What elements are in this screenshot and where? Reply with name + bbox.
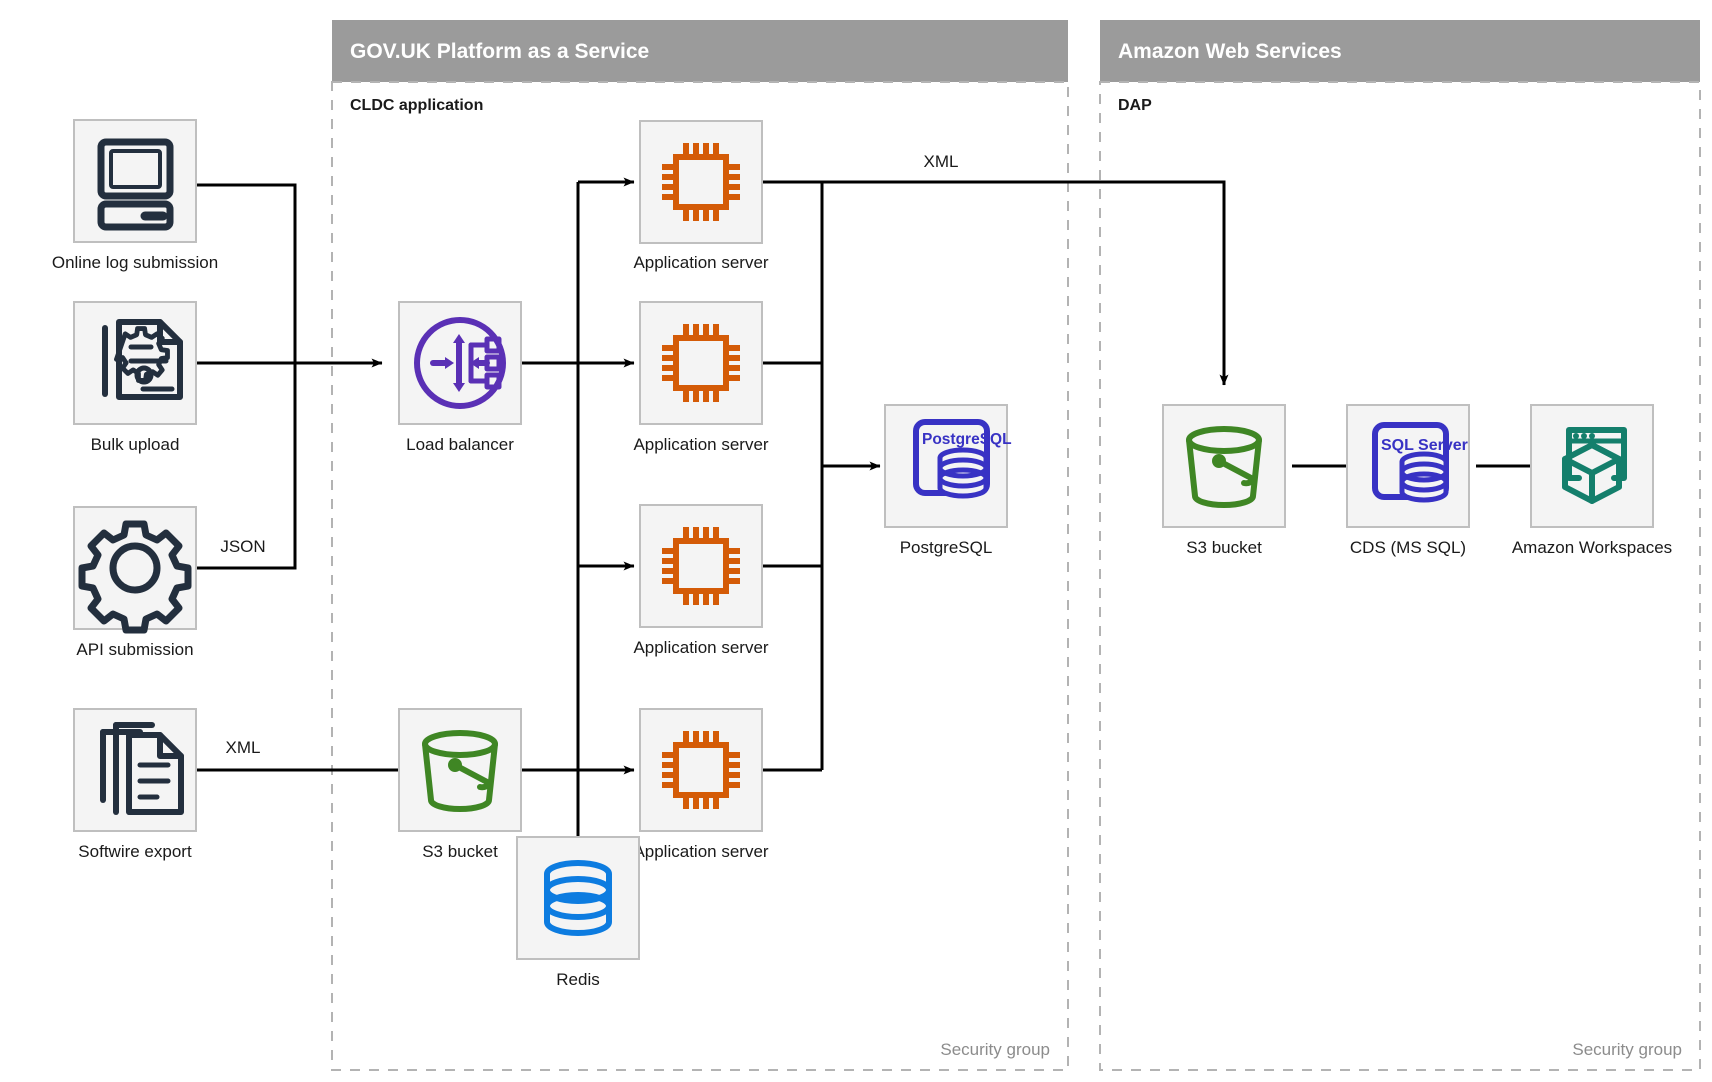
redis-database-icon [544, 860, 612, 936]
online-log-submission-label: Online log submission [52, 253, 218, 272]
s3-bucket-paas-label: S3 bucket [422, 842, 498, 861]
amazon-workspaces-tile [1530, 404, 1654, 528]
zone-paas: GOV.UK Platform as a Service CLDC applic… [331, 20, 1069, 1071]
load-balancer-label: Load balancer [406, 435, 514, 454]
node-redis[interactable]: Redis [516, 836, 640, 989]
edge-label-xml-export: XML [924, 152, 959, 171]
redis-label: Redis [556, 970, 599, 989]
app-server-1-label: Application server [633, 253, 768, 272]
amazon-workspaces-label: Amazon Workspaces [1512, 538, 1672, 557]
node-online-log-submission[interactable]: Online log submission [52, 119, 218, 272]
app-server-4-label: Application server [633, 842, 768, 861]
app-server-2-tile [639, 301, 763, 425]
desktop-computer-icon [97, 138, 174, 231]
zone-paas-group-title: CLDC application [350, 97, 483, 114]
node-api-submission[interactable]: API submission [73, 506, 197, 659]
zone-paas-header-bar [332, 20, 1068, 82]
app-server-4-tile [639, 708, 763, 832]
s3-bucket-icon [422, 730, 498, 812]
node-amazon-workspaces[interactable]: Amazon Workspaces [1512, 404, 1672, 557]
sql-server-badge-text: SQL Server [1381, 437, 1468, 454]
zone-paas-security-group-border [331, 81, 1069, 1071]
bulk-upload-label: Bulk upload [91, 435, 180, 454]
app-server-2-label: Application server [633, 435, 768, 454]
workspaces-icon [1562, 427, 1627, 504]
edge-label-xml-softwire: XML [226, 738, 261, 757]
sql-server-icon: SQL Server [1372, 422, 1468, 503]
document-gear-icon [102, 319, 183, 400]
app-server-1-tile [639, 120, 763, 244]
node-app-server-1[interactable]: Application server [633, 120, 769, 272]
node-app-server-2[interactable]: Application server [633, 301, 769, 454]
edge-api-to-bus [196, 363, 297, 570]
node-s3-bucket-aws[interactable]: S3 bucket [1162, 404, 1286, 557]
zone-paas-security-group-label: Security group [940, 1040, 1050, 1059]
cpu-chip-icon [662, 527, 740, 605]
edge-online-log-to-bus [196, 183, 297, 363]
node-cds-ms-sql[interactable]: SQL Server CDS (MS SQL) [1346, 404, 1470, 557]
load-balancer-icon [414, 317, 506, 409]
edge-label-json: JSON [220, 537, 265, 556]
node-bulk-upload[interactable]: Bulk upload [73, 301, 197, 454]
node-app-server-3[interactable]: Application server [633, 504, 769, 657]
node-s3-bucket-paas[interactable]: S3 bucket [398, 708, 522, 861]
s3-bucket-aws-label: S3 bucket [1186, 538, 1262, 557]
node-postgresql[interactable]: PostgreSQL PostgreSQL [884, 404, 1012, 557]
node-app-server-4[interactable]: Application server [633, 708, 769, 861]
zone-aws-security-group-label: Security group [1572, 1040, 1682, 1059]
gear-icon [78, 520, 192, 634]
app-server-3-label: Application server [633, 638, 768, 657]
postgresql-icon: PostgreSQL [913, 419, 1012, 499]
node-load-balancer[interactable]: Load balancer [398, 301, 522, 454]
zone-paas-title: GOV.UK Platform as a Service [350, 40, 649, 63]
api-submission-label: API submission [76, 640, 193, 659]
cds-ms-sql-label: CDS (MS SQL) [1350, 538, 1466, 557]
zone-aws-group-title: DAP [1118, 97, 1152, 114]
edge-xml-to-aws-s3 [762, 180, 1229, 386]
postgresql-badge-text: PostgreSQL [922, 431, 1012, 448]
s3-bucket-icon [1186, 426, 1262, 508]
zone-aws-security-group-border [1099, 81, 1701, 1071]
cpu-chip-icon [662, 324, 740, 402]
zone-aws-header-bar [1100, 20, 1700, 82]
zone-aws: Amazon Web Services DAP Security group [1099, 20, 1701, 1071]
cpu-chip-icon [662, 731, 740, 809]
document-stack-icon [100, 722, 184, 815]
app-server-3-tile [639, 504, 763, 628]
zone-aws-title: Amazon Web Services [1118, 40, 1342, 63]
cpu-chip-icon [662, 143, 740, 221]
postgresql-label: PostgreSQL [900, 538, 993, 557]
node-softwire-export[interactable]: Softwire export [73, 708, 197, 861]
softwire-export-label: Softwire export [78, 842, 192, 861]
